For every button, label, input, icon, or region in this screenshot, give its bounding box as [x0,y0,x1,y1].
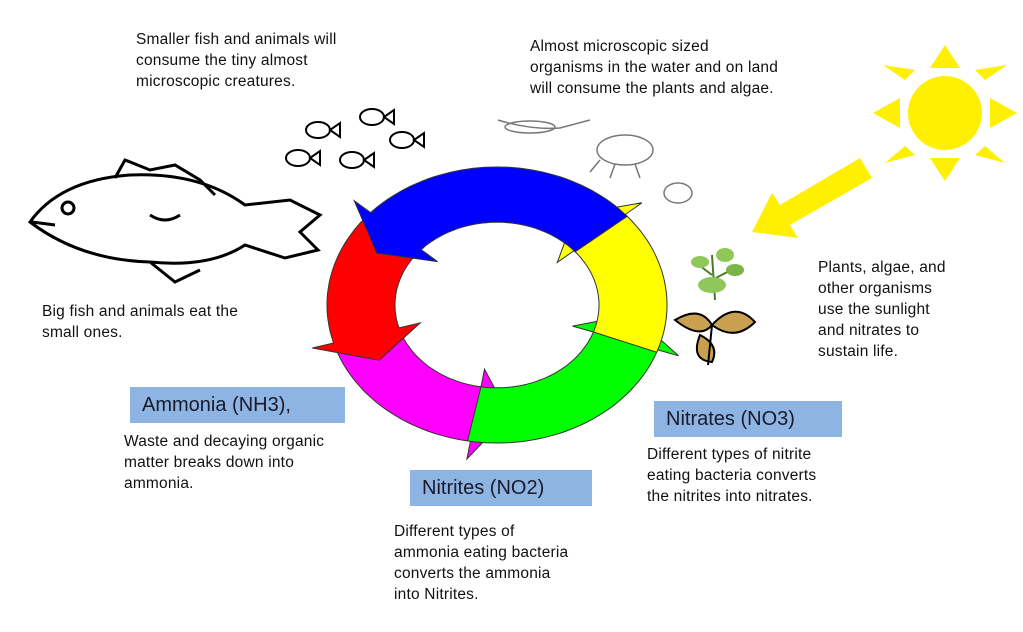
plants-caption: Plants, algae, and other organisms use t… [818,257,946,362]
nitrites-label: Nitrites (NO2) [410,470,592,506]
big-fish-icon [27,158,323,284]
caption-line: other organisms [818,280,933,297]
caption-line: Smaller fish and animals will [136,31,337,48]
caption-line: small ones. [42,324,123,341]
caption-line: into Nitrites. [394,586,479,603]
nitrites-caption: Different types of ammonia eating bacter… [394,521,568,605]
caption-line: sustain life. [818,343,899,360]
caption-line: ammonia. [124,475,194,492]
caption-line: organisms in the water and on land [530,59,779,76]
nitrates-caption: Different types of nitrite eating bacter… [647,444,816,507]
caption-line: Waste and decaying organic [124,433,325,450]
blue-cycle-arrow [353,166,629,263]
caption-line: the nitrites into nitrates. [647,488,813,505]
caption-line: Big fish and animals eat the [42,303,239,320]
caption-line: Different types of [394,523,515,540]
caption-line: Different types of nitrite [647,446,812,463]
big-fish-caption: Big fish and animals eat the small ones. [42,301,238,343]
plant-icon [691,248,744,301]
caption-line: will consume the plants and algae. [530,80,774,97]
microscopic-creatures-icon [497,119,693,204]
caption-line: matter breaks down into [124,454,295,471]
caption-line: and nitrates to [818,322,920,339]
nitrates-label: Nitrates (NO3) [654,401,842,437]
leaves-icon [673,310,757,366]
caption-line: consume the tiny almost [136,52,308,69]
sunlight-arrow-icon [752,158,872,238]
caption-line: use the sunlight [818,301,930,318]
ammonia-label: Ammonia (NH3), [130,387,345,423]
microscopic-caption: Almost microscopic sized organisms in th… [530,36,778,99]
caption-line: Almost microscopic sized [530,38,709,55]
caption-line: ammonia eating bacteria [394,544,569,561]
caption-line: eating bacteria converts [647,467,817,484]
caption-line: microscopic creatures. [136,73,296,90]
small-fish-group-icon [285,108,425,169]
caption-line: Plants, algae, and [818,259,946,276]
sun-icon [873,45,1017,181]
ammonia-caption: Waste and decaying organic matter breaks… [124,431,324,494]
small-fish-caption: Smaller fish and animals will consume th… [136,29,336,92]
cycle-arrows [312,166,679,461]
caption-line: converts the ammonia [394,565,551,582]
